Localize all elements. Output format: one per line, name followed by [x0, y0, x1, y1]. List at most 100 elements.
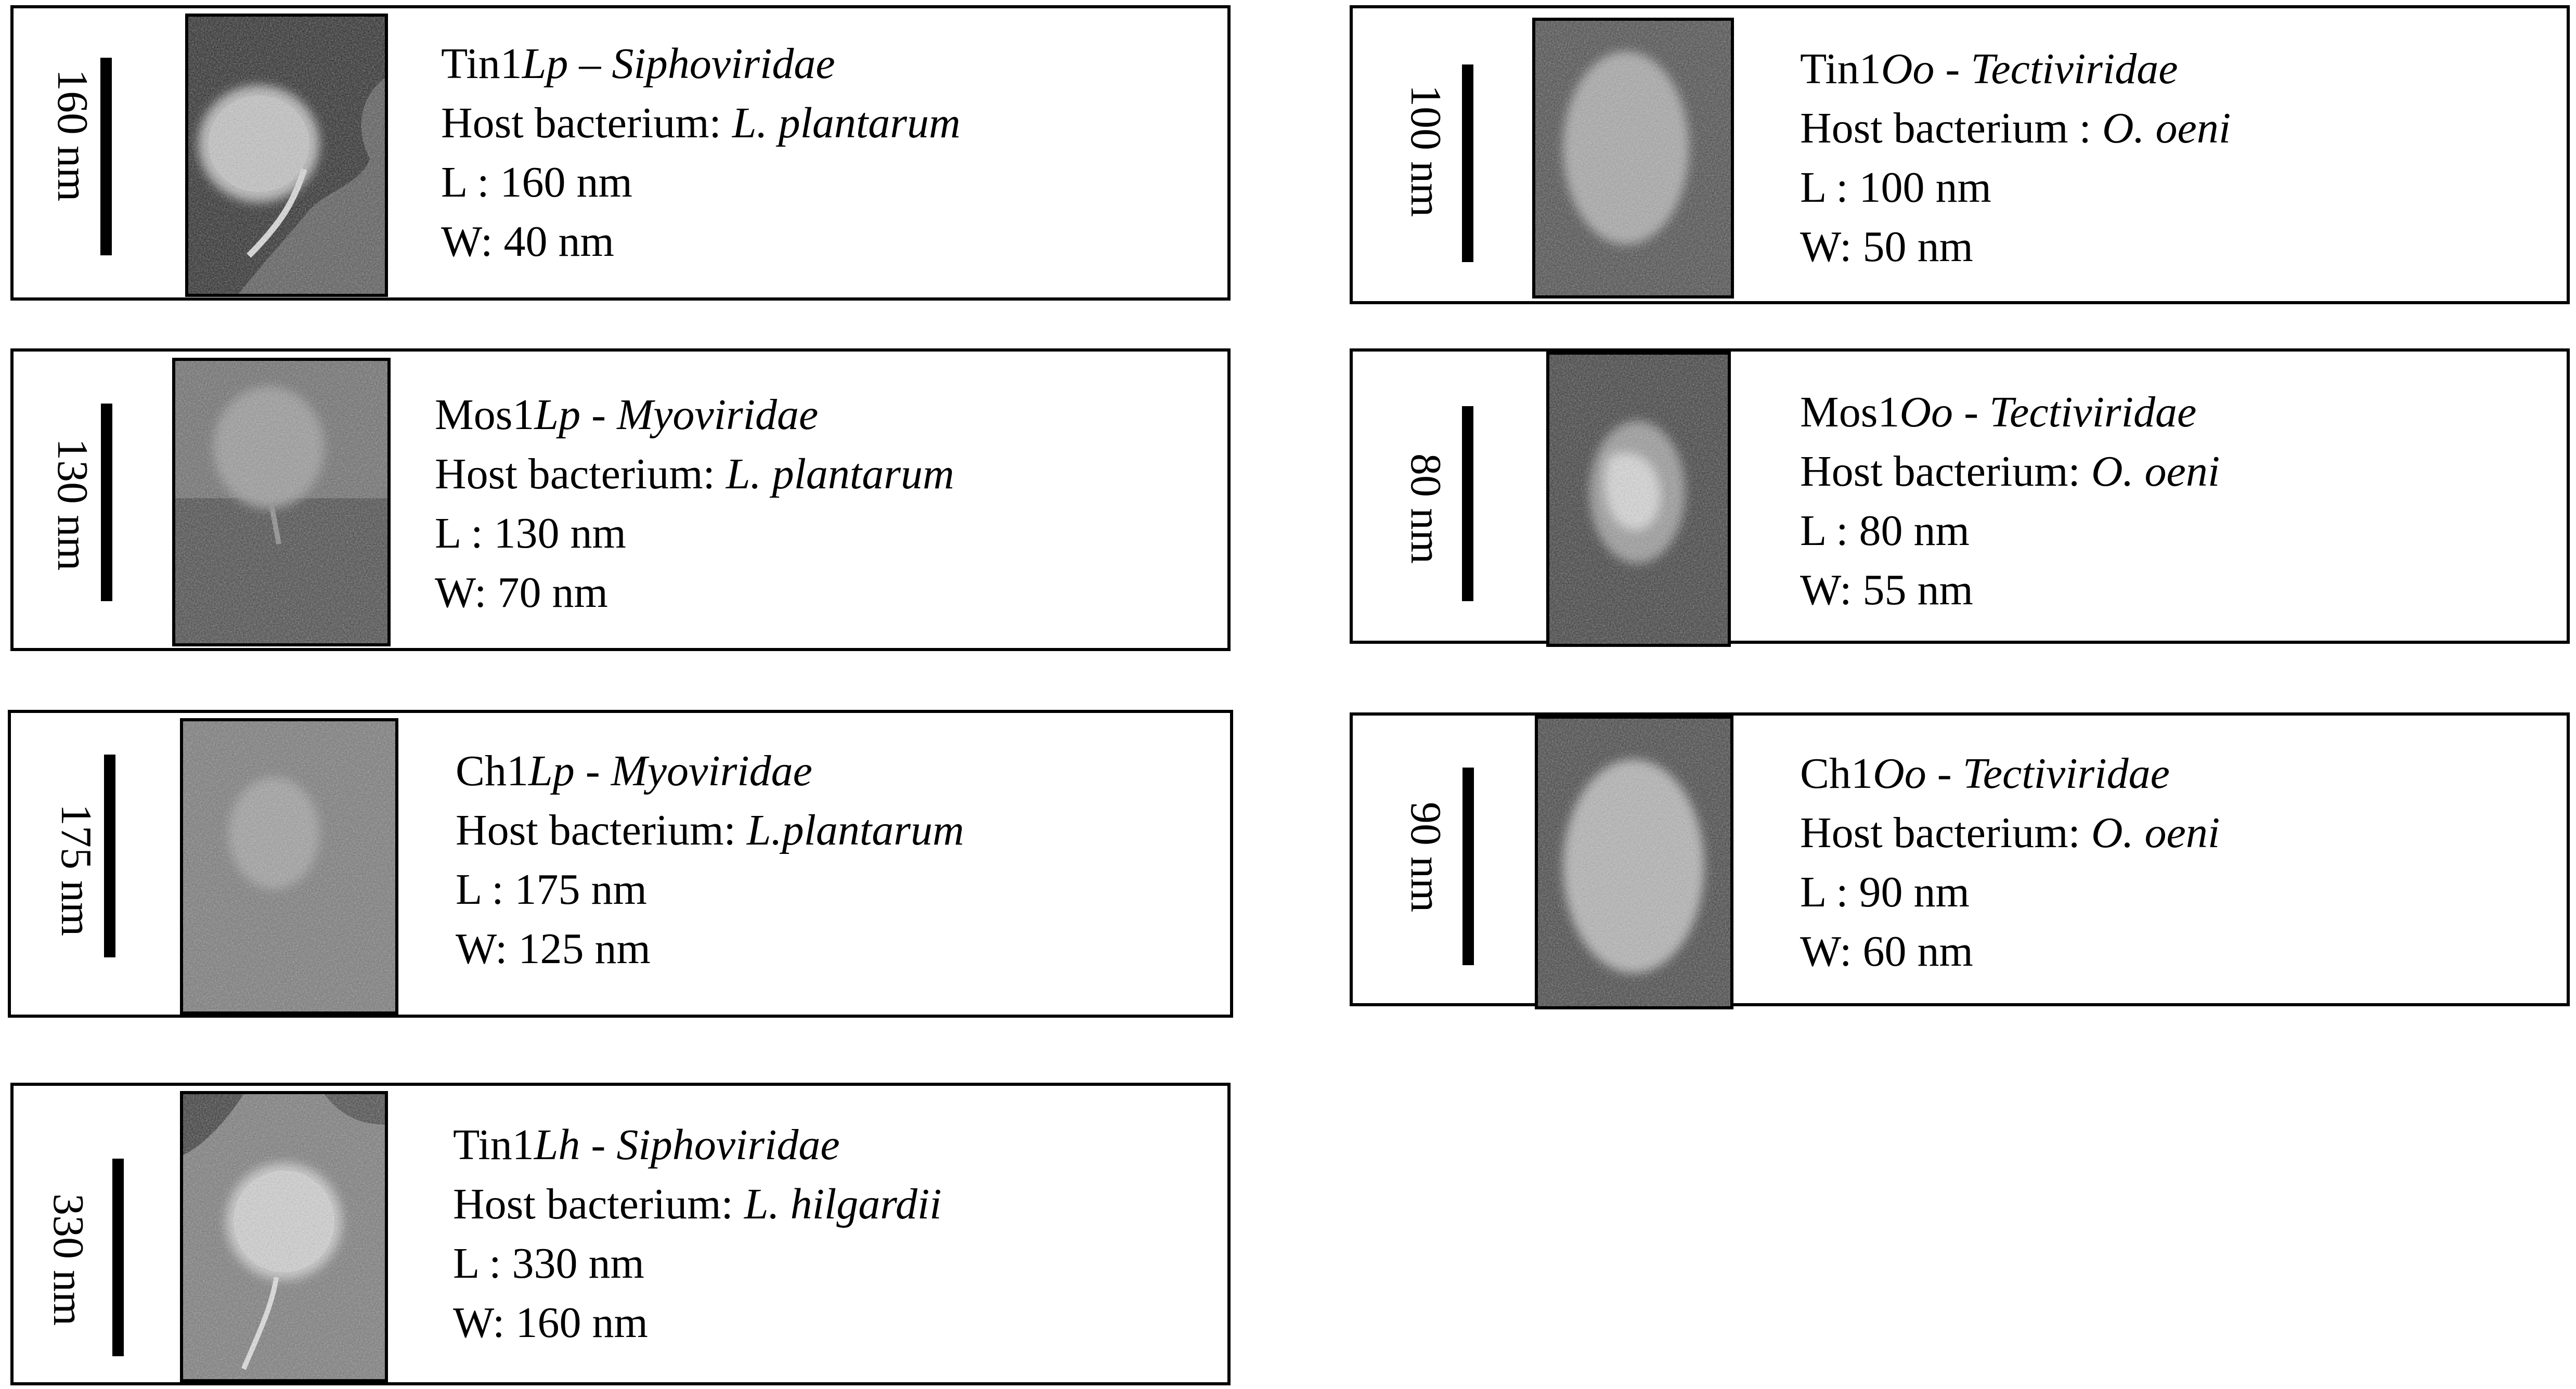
- phage-id: Mos1: [435, 391, 535, 439]
- phage-title: Mos1Oo - Tectiviridae: [1800, 383, 2220, 442]
- host-line: Host bacterium: L. plantarum: [441, 94, 961, 153]
- host-name: L. plantarum: [726, 450, 954, 498]
- host-name: O. oeni: [2102, 104, 2231, 152]
- length-value: L : 90 nm: [1800, 868, 1970, 916]
- scale-bar-group: 175 nm: [11, 713, 172, 1015]
- host-abbreviation: Oo: [1899, 388, 1953, 436]
- tem-micrograph: [1535, 716, 1733, 1009]
- phage-info: Mos1Oo - Tectiviridae Host bacterium: O.…: [1800, 383, 2220, 620]
- host-abbreviation: Lp: [522, 40, 568, 88]
- tem-micrograph: [180, 1091, 388, 1382]
- scale-bar: [1462, 406, 1473, 601]
- host-line: Host bacterium: O. oeni: [1800, 803, 2220, 863]
- host-label: Host bacterium:: [456, 806, 747, 854]
- phage-panel-ch1lp: 175 nm Ch1Lp - Myoviridae Host bacterium…: [8, 710, 1233, 1018]
- scale-bar: [101, 404, 112, 601]
- phage-info: Tin1Oo - Tectiviridae Host bacterium : O…: [1800, 40, 2231, 277]
- phage-panel-tin1oo: 100 nm Tin1Oo - Tectiviridae Host bacter…: [1350, 5, 2570, 304]
- phage-title: Tin1Oo - Tectiviridae: [1800, 40, 2231, 99]
- phage-family: Myoviridae: [617, 391, 819, 439]
- host-name: O. oeni: [2091, 809, 2220, 857]
- scale-bar: [100, 58, 112, 255]
- title-separator: –: [568, 40, 612, 88]
- scale-bar-group: 80 nm: [1353, 352, 1509, 641]
- scale-label: 100 nm: [1402, 85, 1450, 217]
- host-label: Host bacterium:: [1800, 447, 2091, 496]
- host-abbreviation: Oo: [1881, 45, 1935, 93]
- host-line: Host bacterium: O. oeni: [1800, 442, 2220, 501]
- length-value: L : 100 nm: [1800, 163, 1991, 212]
- tem-micrograph: [1532, 18, 1734, 298]
- phage-family: Myoviridae: [611, 747, 812, 795]
- width-value: W: 40 nm: [441, 217, 614, 266]
- phage-panel-ch1oo: 90 nm Ch1Oo - Tectiviridae Host bacteriu…: [1350, 712, 2570, 1009]
- phage-panel-tin1lh: 330 nm Tin1Lh - Siphoviridae Host bacter…: [10, 1083, 1231, 1385]
- tem-micrograph: [1546, 352, 1731, 647]
- phage-family: Tectiviridae: [1971, 45, 2178, 93]
- phage-id: Tin1: [1800, 45, 1881, 93]
- host-label: Host bacterium:: [435, 450, 726, 498]
- title-separator: -: [580, 1121, 617, 1169]
- host-label: Host bacterium:: [441, 99, 732, 147]
- title-separator: -: [1953, 388, 1990, 436]
- scale-bar-group: 160 nm: [14, 8, 170, 297]
- scale-bar-group: 90 nm: [1353, 716, 1509, 1003]
- scale-bar-group: 130 nm: [14, 352, 170, 648]
- length-value: L : 160 nm: [441, 158, 632, 206]
- phage-title: Ch1Lp - Myoviridae: [456, 742, 964, 801]
- host-line: Host bacterium: L. plantarum: [435, 445, 954, 504]
- host-label: Host bacterium :: [1800, 104, 2102, 152]
- length-value: L : 330 nm: [453, 1239, 644, 1288]
- phage-title: Ch1Oo - Tectiviridae: [1800, 744, 2220, 803]
- phage-info: Ch1Oo - Tectiviridae Host bacterium: O. …: [1800, 744, 2220, 981]
- host-abbreviation: Oo: [1873, 749, 1926, 798]
- phage-family: Tectiviridae: [1989, 388, 2197, 436]
- scale-bar: [104, 755, 115, 957]
- host-label: Host bacterium:: [1800, 809, 2091, 857]
- title-separator: -: [1926, 749, 1963, 798]
- scale-label: 80 nm: [1402, 453, 1450, 564]
- phage-family: Siphoviridae: [616, 1121, 840, 1169]
- phage-id: Ch1: [456, 747, 529, 795]
- host-line: Host bacterium: L. hilgardii: [453, 1175, 942, 1234]
- scale-label: 175 nm: [52, 803, 100, 937]
- host-name: L. hilgardii: [744, 1180, 942, 1228]
- phage-panel-mos1oo: 80 nm Mos1Oo - Tectiviridae Host bacteri…: [1350, 348, 2570, 647]
- width-value: W: 70 nm: [435, 568, 608, 617]
- host-abbreviation: Lp: [528, 747, 575, 795]
- scale-bar: [1462, 64, 1473, 262]
- phage-id: Ch1: [1800, 749, 1873, 798]
- host-label: Host bacterium:: [453, 1180, 744, 1228]
- phage-title: Tin1Lh - Siphoviridae: [453, 1115, 942, 1175]
- host-line: Host bacterium : O. oeni: [1800, 99, 2231, 158]
- scale-label: 330 nm: [44, 1193, 93, 1326]
- scale-bar-group: 330 nm: [14, 1086, 170, 1382]
- host-name: O. oeni: [2091, 447, 2220, 496]
- phage-info: Mos1Lp - Myoviridae Host bacterium: L. p…: [435, 385, 954, 622]
- width-value: W: 60 nm: [1800, 927, 1973, 976]
- scale-bar-group: 100 nm: [1353, 8, 1509, 301]
- title-separator: -: [580, 391, 617, 439]
- phage-id: Mos1: [1800, 388, 1900, 436]
- phage-info: Tin1Lp – Siphoviridae Host bacterium: L.…: [441, 34, 961, 271]
- host-name: L. plantarum: [732, 99, 961, 147]
- width-value: W: 125 nm: [456, 925, 651, 973]
- width-value: W: 55 nm: [1800, 566, 1973, 614]
- length-value: L : 130 nm: [435, 509, 626, 557]
- scale-bar: [1462, 768, 1474, 965]
- title-separator: -: [1934, 45, 1971, 93]
- phage-title: Tin1Lp – Siphoviridae: [441, 34, 961, 94]
- phage-title: Mos1Lp - Myoviridae: [435, 385, 954, 445]
- phage-id: Tin1: [441, 40, 522, 88]
- phage-family: Siphoviridae: [612, 40, 835, 88]
- tem-micrograph: [172, 358, 391, 646]
- phage-info: Ch1Lp - Myoviridae Host bacterium: L.pla…: [456, 742, 964, 979]
- width-value: W: 50 nm: [1800, 223, 1973, 271]
- length-value: L : 175 nm: [456, 865, 647, 914]
- scale-label: 130 nm: [48, 438, 97, 571]
- phage-panel-mos1lp: 130 nm Mos1Lp - Myoviridae Host bacteriu…: [10, 348, 1231, 651]
- phage-id: Tin1: [453, 1121, 534, 1169]
- host-name: L.plantarum: [746, 806, 964, 854]
- scale-bar: [112, 1159, 124, 1356]
- host-abbreviation: Lh: [534, 1121, 580, 1169]
